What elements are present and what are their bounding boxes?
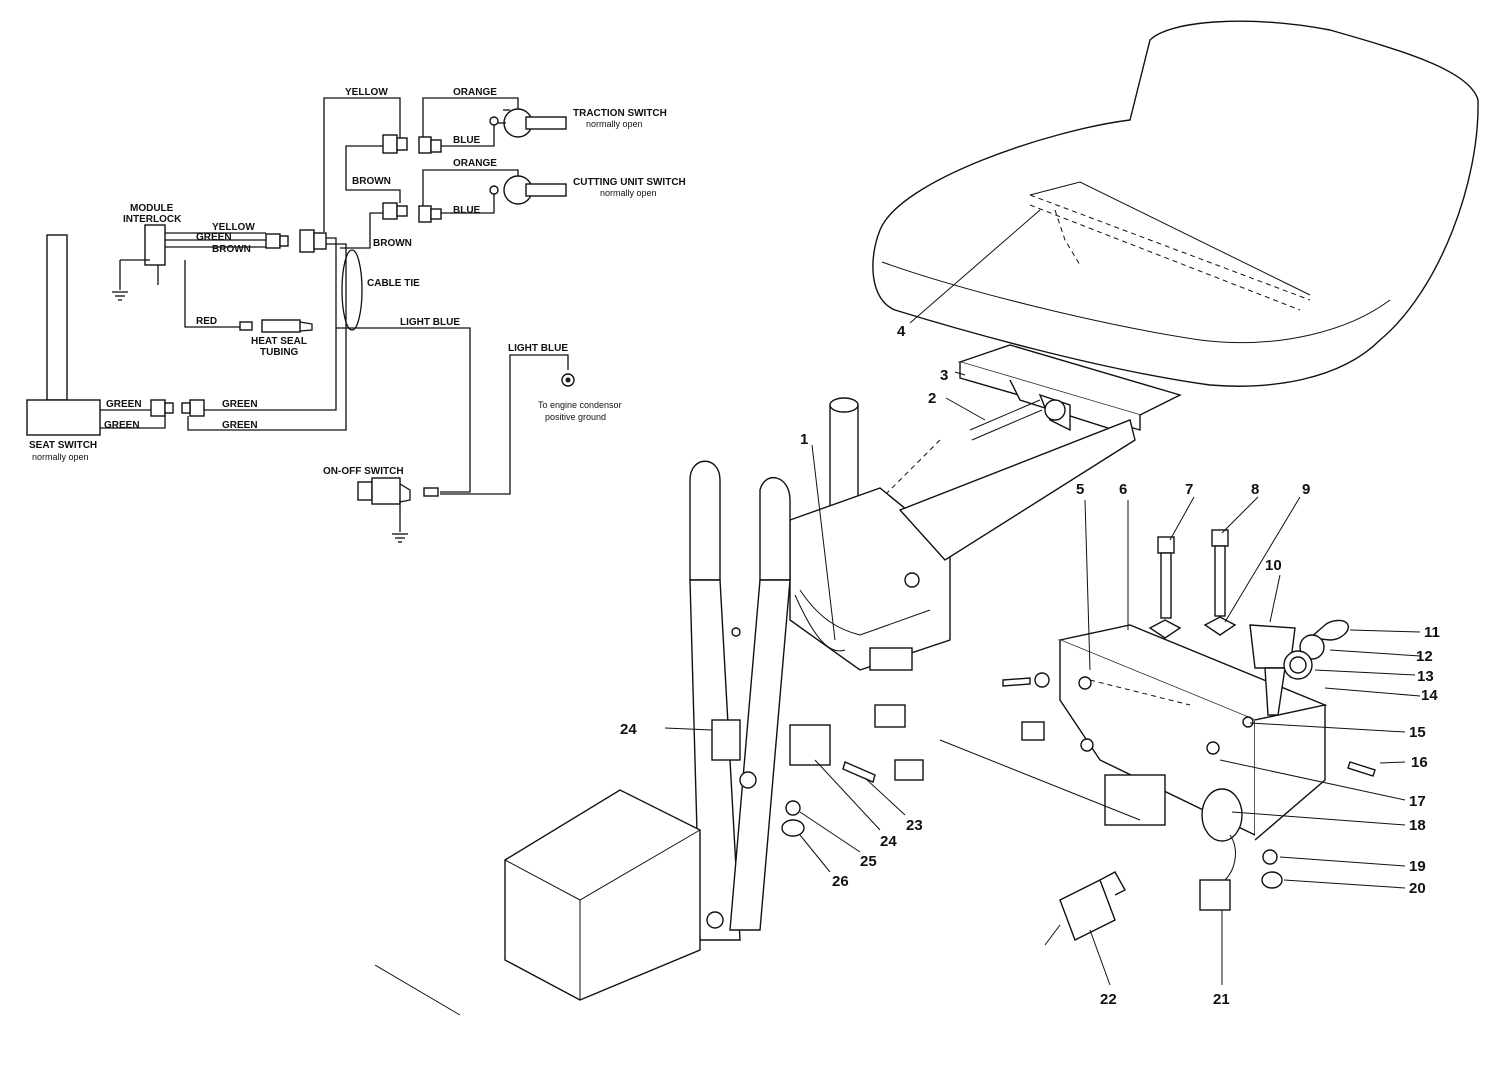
callout-3: 3 xyxy=(940,367,948,384)
wire-label-green-2: GREEN xyxy=(104,420,140,431)
callout-26: 26 xyxy=(832,873,849,890)
wired-switch-part xyxy=(1199,788,1243,911)
engine-condensor-label-line1: To engine condensor xyxy=(538,400,622,410)
wire-label-yellow-top: YELLOW xyxy=(345,87,388,98)
module-interlock-symbol xyxy=(112,224,166,301)
cable-tie-symbol xyxy=(341,249,363,331)
base-block xyxy=(374,789,701,1016)
callout-9: 9 xyxy=(1302,481,1310,498)
callout-12: 12 xyxy=(1416,648,1433,665)
callout-2: 2 xyxy=(928,390,936,407)
callout-17: 17 xyxy=(1409,793,1426,810)
seat-bracket xyxy=(957,344,1182,436)
ignition-key-parts xyxy=(1283,619,1349,680)
cutting-unit-switch-symbol xyxy=(489,175,567,205)
wiring-harness xyxy=(731,589,931,781)
cutting-unit-switch-note: normally open xyxy=(600,188,657,198)
wire-label-red: RED xyxy=(196,316,217,327)
callout-19: 19 xyxy=(1409,858,1426,875)
callout-13: 13 xyxy=(1417,668,1434,685)
on-off-switch-symbol xyxy=(357,477,439,543)
cable-tie-label: CABLE TIE xyxy=(367,278,420,289)
callout-7: 7 xyxy=(1185,481,1193,498)
lever-arms xyxy=(689,460,791,941)
wire-label-green-4: GREEN xyxy=(222,420,258,431)
on-off-switch-label: ON-OFF SWITCH xyxy=(323,466,404,477)
frame-tube xyxy=(789,397,1136,671)
box-nut xyxy=(1261,871,1283,889)
callout-25: 25 xyxy=(860,853,877,870)
callout-10: 10 xyxy=(1265,557,1282,574)
leader-lines xyxy=(664,209,1421,986)
wire-label-light-blue-1: LIGHT BLUE xyxy=(400,317,460,328)
callout-1: 1 xyxy=(800,431,808,448)
traction-switch-label: TRACTION SWITCH xyxy=(573,108,667,119)
callout-15: 15 xyxy=(1409,724,1426,741)
star-washer xyxy=(1262,849,1278,865)
mounting-bracket xyxy=(789,724,831,766)
callout-16: 16 xyxy=(1411,754,1428,771)
callout-21: 21 xyxy=(1213,991,1230,1008)
module-label-line2: INTERLOCK xyxy=(123,214,182,225)
wire-label-blue-top: BLUE xyxy=(453,135,481,146)
spring-cable xyxy=(879,399,1066,501)
heat-seal-label-line2: TUBING xyxy=(260,347,299,358)
callout-8: 8 xyxy=(1251,481,1259,498)
hex-nut xyxy=(781,819,805,837)
wire-label-brown-mid: BROWN xyxy=(352,176,391,187)
lock-washer xyxy=(785,800,801,816)
wire-label-orange-top: ORANGE xyxy=(453,87,497,98)
wire-label-green-module: GREEN xyxy=(196,232,232,243)
wire-label-blue-mid: BLUE xyxy=(453,205,481,216)
callout-22: 22 xyxy=(1100,991,1117,1008)
connectors xyxy=(150,134,442,417)
traction-switch-symbol xyxy=(489,108,567,138)
wire-label-yellow-module: YELLOW xyxy=(212,222,255,233)
heat-seal-tubing-symbol xyxy=(261,319,301,333)
wires xyxy=(100,97,569,495)
carriage-bolts xyxy=(1148,529,1237,639)
traction-switch-note: normally open xyxy=(586,119,643,129)
cutting-unit-switch-label: CUTTING UNIT SWITCH xyxy=(573,177,686,188)
on-off-switch-part xyxy=(1044,871,1126,946)
wire-label-green-3: GREEN xyxy=(222,399,258,410)
seat-switch-symbol xyxy=(26,234,101,436)
callout-18: 18 xyxy=(1409,817,1426,834)
module-label-line1: MODULE xyxy=(130,203,174,214)
engine-condensor-label-line2: positive ground xyxy=(545,412,606,422)
heat-seal-label-line1: HEAT SEAL xyxy=(251,336,307,347)
exploded-assembly: 1 2 3 4 5 6 7 8 9 10 11 12 13 14 15 16 1… xyxy=(374,20,1479,1016)
seat-illustration xyxy=(872,20,1479,387)
callout-5: 5 xyxy=(1076,481,1084,498)
wire-label-brown-low: BROWN xyxy=(373,238,412,249)
seat-switch-label: SEAT SWITCH xyxy=(29,440,97,451)
callout-4: 4 xyxy=(897,323,906,340)
callout-14: 14 xyxy=(1421,687,1438,704)
wire-label-green-1: GREEN xyxy=(106,399,142,410)
screw xyxy=(1347,761,1376,777)
wire-label-light-blue-2: LIGHT BLUE xyxy=(508,343,568,354)
callout-6: 6 xyxy=(1119,481,1127,498)
callout-11: 11 xyxy=(1424,624,1440,641)
bolt xyxy=(842,761,876,783)
callout-20: 20 xyxy=(1409,880,1426,897)
red-wire-terminal xyxy=(239,321,253,331)
control-box xyxy=(1057,624,1328,841)
callout-24-right: 24 xyxy=(880,833,897,850)
callout-24-left: 24 xyxy=(620,721,637,738)
wire-label-orange-mid: ORANGE xyxy=(453,158,497,169)
wire-label-brown-module: BROWN xyxy=(212,244,251,255)
seat-switch-note: normally open xyxy=(32,452,89,462)
wiring-schematic: YELLOW ORANGE BLUE BROWN ORANGE BLUE BRO… xyxy=(26,87,686,543)
callout-23: 23 xyxy=(906,817,923,834)
